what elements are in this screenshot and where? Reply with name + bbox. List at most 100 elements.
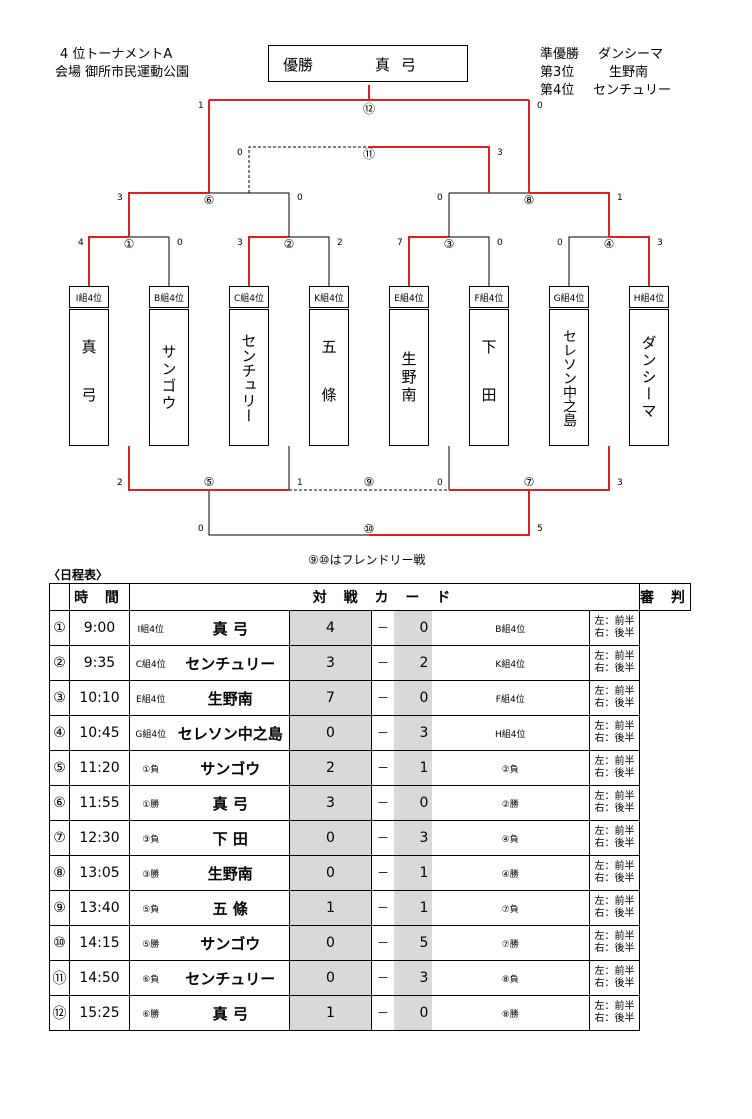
fourth-team: センチュリー (593, 83, 672, 98)
schedule-header-row: 時 間 対 戦 カ ー ド 審 判 (49, 583, 692, 611)
right-team: －0サンゴウ (371, 610, 432, 646)
score-dash: － (372, 829, 394, 846)
tournament-title: 4 位トーナメントA (60, 47, 173, 62)
referee-second-half: 右：後半 (594, 873, 635, 884)
left-score: 0 (289, 925, 372, 961)
left-team: 真 弓 (171, 610, 290, 646)
left-team: 生野南 (171, 680, 290, 716)
match-time: 15:25 (69, 995, 130, 1031)
left-team: 五 條 (171, 890, 290, 926)
left-tag: ⑥負 (129, 960, 172, 996)
left-team: サンゴウ (171, 750, 290, 786)
right-score: 0 (394, 786, 432, 820)
match-number: ⑥ (49, 785, 70, 821)
line-m11-winner (369, 146, 490, 193)
match-time: 13:05 (69, 855, 130, 891)
left-tag: ③勝 (129, 855, 172, 891)
right-tag: ⑦勝 (431, 925, 590, 961)
team-box: 生野南 (389, 309, 429, 446)
team-box: 下 田 (469, 309, 509, 446)
match-1-number: ① (124, 237, 135, 251)
line-m11-loser (248, 146, 369, 193)
referee-cell: 左：前半右：後半 (588, 610, 641, 646)
match-time: 13:40 (69, 890, 130, 926)
referee-second-half: 右：後半 (594, 908, 635, 919)
match-3-number: ③ (444, 237, 455, 251)
referee-second-half: 右：後半 (594, 698, 635, 709)
fourth-label: 第4位 (540, 83, 575, 98)
champion-team: 真 弓 (375, 56, 419, 74)
line-m1-winner (88, 236, 129, 286)
line-m5-winner (128, 446, 289, 491)
referee-cell: 左：前半右：後半 (588, 960, 641, 996)
score-m3-left: 7 (397, 238, 403, 248)
right-team: －0下 田 (371, 680, 432, 716)
runner-up-team: ダンシーマ (598, 47, 664, 62)
right-team: －3ダンシーマ (371, 715, 432, 751)
match-5-number: ⑤ (204, 475, 215, 489)
right-tag: ②負 (431, 750, 590, 786)
score-m10-left: 0 (198, 524, 204, 534)
score-m7-left: 0 (437, 478, 443, 488)
bracket-lines: ① ② ③ ④ ⑥ ⑧ ⑪ ⑫ ⑤ ⑦ ⑨ ⑩ (88, 85, 650, 536)
referee-cell: 左：前半右：後半 (588, 680, 641, 716)
team-box: 真 弓 (69, 309, 109, 446)
right-team: －2五 條 (371, 645, 432, 681)
line-m2-loser (289, 236, 330, 286)
score-m1-left: 4 (78, 238, 84, 248)
score-m6-left: 3 (117, 193, 123, 203)
right-tag: B組4位 (431, 610, 590, 646)
left-tag: ①勝 (129, 785, 172, 821)
team-name: センチュリー (239, 332, 258, 423)
left-tag: E組4位 (129, 680, 172, 716)
left-score: 1 (289, 890, 372, 926)
score-dash: － (372, 724, 394, 741)
left-team: センチュリー (171, 645, 290, 681)
referee-first-half: 左：前半 (594, 721, 635, 732)
match-number: ④ (49, 715, 70, 751)
referee-first-half: 左：前半 (594, 966, 635, 977)
score-m11-left: 0 (237, 148, 243, 158)
header-card: 対 戦 カ ー ド (128, 583, 641, 611)
referee-cell: 左：前半右：後半 (588, 715, 641, 751)
score-dash: － (372, 654, 394, 671)
score-m8-right: 1 (617, 193, 623, 203)
referee-second-half: 右：後半 (594, 803, 635, 814)
team-name: 下 田 (479, 339, 498, 416)
referee-first-half: 左：前半 (594, 651, 635, 662)
referee-first-half: 左：前半 (594, 616, 635, 627)
referee-second-half: 右：後半 (594, 838, 635, 849)
referee-first-half: 左：前半 (594, 931, 635, 942)
right-team: －5セレソン中之島 (371, 925, 432, 961)
team-name: 五 條 (319, 339, 338, 416)
left-score: 0 (289, 715, 372, 751)
match-4-number: ④ (604, 237, 615, 251)
third-label: 第3位 (540, 65, 575, 80)
right-score: 5 (394, 926, 432, 960)
score-dash: － (372, 759, 394, 776)
line-m4-winner (609, 236, 650, 286)
score-dash: － (372, 1004, 394, 1021)
match-number: ⑦ (49, 820, 70, 856)
group-label: I組4位 (69, 286, 109, 308)
left-tag: ⑤負 (129, 890, 172, 926)
team-box: ダンシーマ (629, 309, 669, 446)
score-m7-right: 3 (617, 478, 623, 488)
match-8-number: ⑧ (524, 193, 535, 207)
left-tag: ③負 (129, 820, 172, 856)
right-score: 3 (394, 821, 432, 855)
score-m8-left: 0 (437, 193, 443, 203)
match-number: ⑤ (49, 750, 70, 786)
score-dash: － (372, 619, 394, 636)
team-name: 真 弓 (79, 339, 98, 416)
right-team: －1ダンシーマ (371, 855, 432, 891)
match-7-number: ⑦ (524, 475, 535, 489)
left-team: 真 弓 (171, 785, 290, 821)
right-tag: ④負 (431, 820, 590, 856)
match-time: 9:35 (69, 645, 130, 681)
